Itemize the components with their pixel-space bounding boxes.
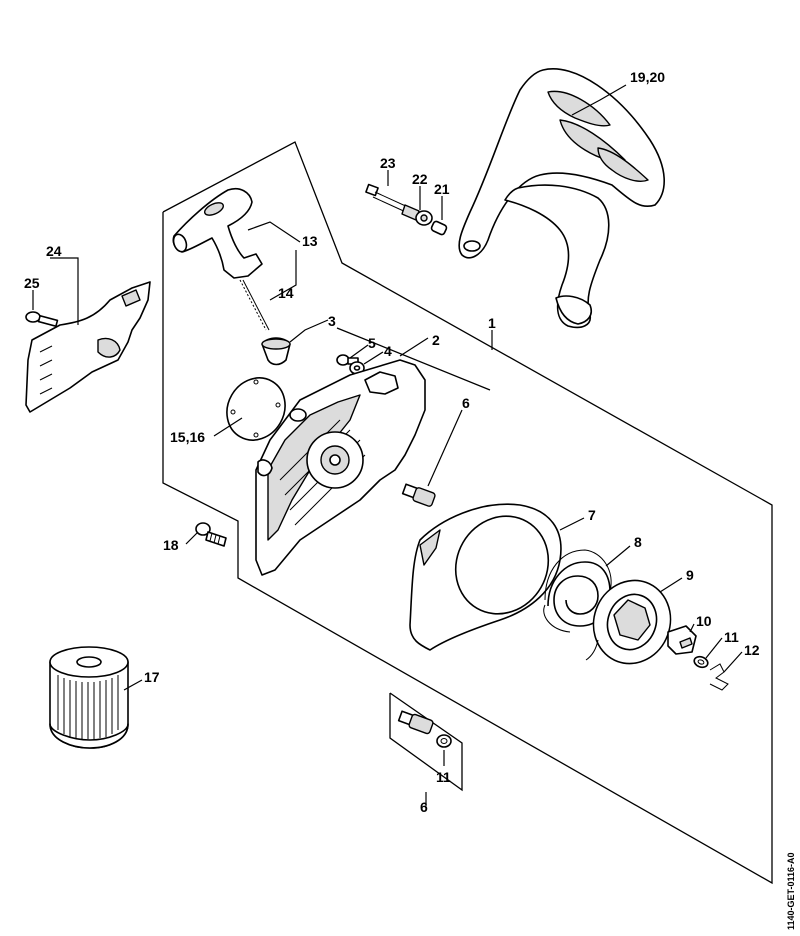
- callout-11-assembly: 11: [724, 629, 739, 645]
- callout-6-kit: 6: [420, 799, 428, 815]
- callout-15-16: 15,16: [170, 429, 205, 445]
- callout-5: 5: [368, 335, 376, 351]
- callout-7: 7: [588, 507, 596, 523]
- callout-25: 25: [24, 275, 40, 291]
- screw-18: [195, 522, 227, 547]
- rewind-spring-8: [543, 549, 612, 633]
- o-ring-11: [436, 734, 452, 748]
- kit-frame: [389, 692, 463, 792]
- fan-housing-2: [255, 359, 426, 576]
- callout-8: 8: [634, 534, 642, 550]
- callout-2: 2: [432, 332, 440, 348]
- shim-plate-15-16: [226, 377, 286, 441]
- chain-plate-24: [25, 281, 151, 413]
- callout-9: 9: [686, 567, 694, 583]
- callout-24: 24: [46, 243, 62, 259]
- pawl-10: [667, 625, 697, 655]
- starter-grip-13: [172, 187, 263, 279]
- valve-kit-6: [397, 710, 434, 735]
- bolt-23: [365, 183, 420, 221]
- callout-1: 1: [488, 315, 496, 331]
- callout-18: 18: [163, 537, 179, 553]
- rope-rotor-9: [585, 579, 672, 665]
- sleeve-22: [415, 210, 433, 226]
- fan-cover-7: [409, 503, 562, 651]
- nut-21: [430, 220, 448, 236]
- callout-17: 17: [144, 669, 160, 685]
- callout-23: 23: [380, 155, 396, 171]
- callout-6-assembly: 6: [462, 395, 470, 411]
- callout-12: 12: [744, 642, 760, 658]
- rope-bush-3: [261, 337, 291, 366]
- callout-14: 14: [278, 285, 294, 301]
- callout-11-kit: 11: [436, 769, 451, 785]
- rope-reel-17: [49, 646, 129, 749]
- callout-21: 21: [434, 181, 450, 197]
- callout-19-20: 19,20: [630, 69, 665, 85]
- callout-22: 22: [412, 171, 428, 187]
- housing-subframe: [336, 327, 491, 391]
- screw-5: [336, 354, 359, 366]
- callout-10: 10: [696, 613, 712, 629]
- callout-4: 4: [384, 343, 392, 359]
- leader-lines: [32, 84, 743, 806]
- starter-rope-14: [239, 279, 270, 331]
- screw-25: [25, 311, 59, 328]
- spring-clip-12: [709, 663, 729, 691]
- valve-6: [401, 483, 436, 507]
- hand-guard: [458, 68, 665, 329]
- callout-13: 13: [302, 233, 318, 249]
- assembly-frame: [162, 141, 773, 885]
- washer-11: [693, 655, 709, 669]
- reference-code: 1140-GET-0116-A0: [786, 852, 796, 930]
- callout-3: 3: [328, 313, 336, 329]
